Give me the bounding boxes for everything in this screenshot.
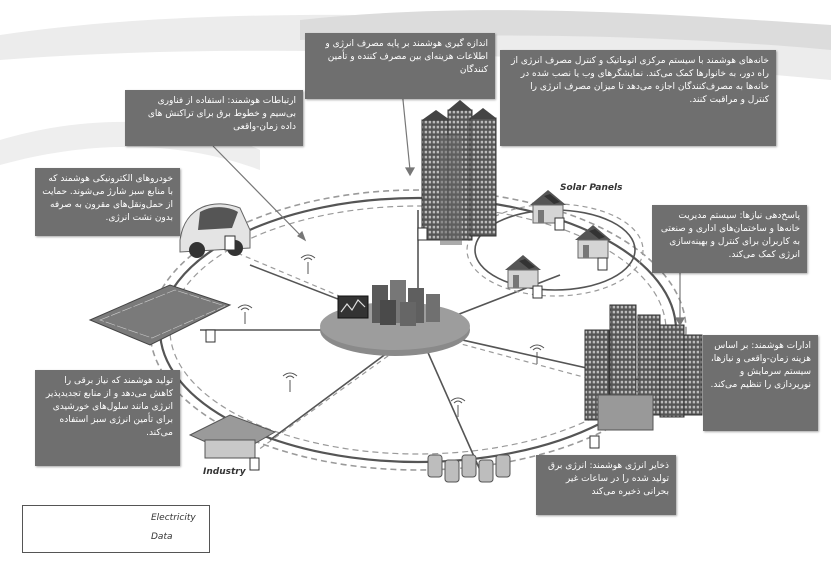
storage-tanks bbox=[427, 454, 511, 483]
solar-houses bbox=[505, 190, 611, 289]
callout-smart-metering: اندازه گیری هوشمند بر پایه مصرف انرژی و … bbox=[305, 33, 495, 99]
callout-smart-offices: ادارات هوشمند: بر اساس هزینه زمان-واقعی … bbox=[703, 335, 818, 431]
electric-car bbox=[179, 203, 251, 258]
legend-data-label: Data bbox=[151, 532, 173, 542]
callout-demand-response: پاسخ‌دهی نیازها: سیستم مدیریت خانه‌ها و … bbox=[652, 205, 807, 273]
central-hub bbox=[320, 280, 470, 356]
industry-building bbox=[188, 414, 277, 459]
industry-label: Industry bbox=[203, 467, 246, 477]
callout-smart-vehicles: خودروهای الکترونیکی هوشمند که با منابع س… bbox=[35, 168, 180, 236]
office-buildings bbox=[584, 304, 703, 431]
callout-smart-communications: ارتباطات هوشمند: استفاده از فناوری بی‌سی… bbox=[125, 90, 303, 146]
legend: Electricity Data bbox=[22, 505, 210, 553]
callout-smart-homes: خانه‌های هوشمند با سیستم مرکزی اتوماتیک … bbox=[500, 50, 776, 146]
solar-panels-label: Solar Panels bbox=[560, 183, 623, 193]
smart-meters bbox=[205, 217, 608, 471]
callout-smart-generation: تولید هوشمند که نیاز برقی را کاهش می‌دهد… bbox=[35, 370, 180, 466]
solar-field bbox=[88, 284, 232, 346]
wireless-antennas bbox=[237, 254, 545, 417]
legend-electricity-label: Electricity bbox=[151, 513, 196, 523]
callout-smart-storage: ذخایر انرژی هوشمند: انرژی برق تولید شده … bbox=[536, 455, 676, 515]
skyscrapers bbox=[421, 100, 497, 245]
